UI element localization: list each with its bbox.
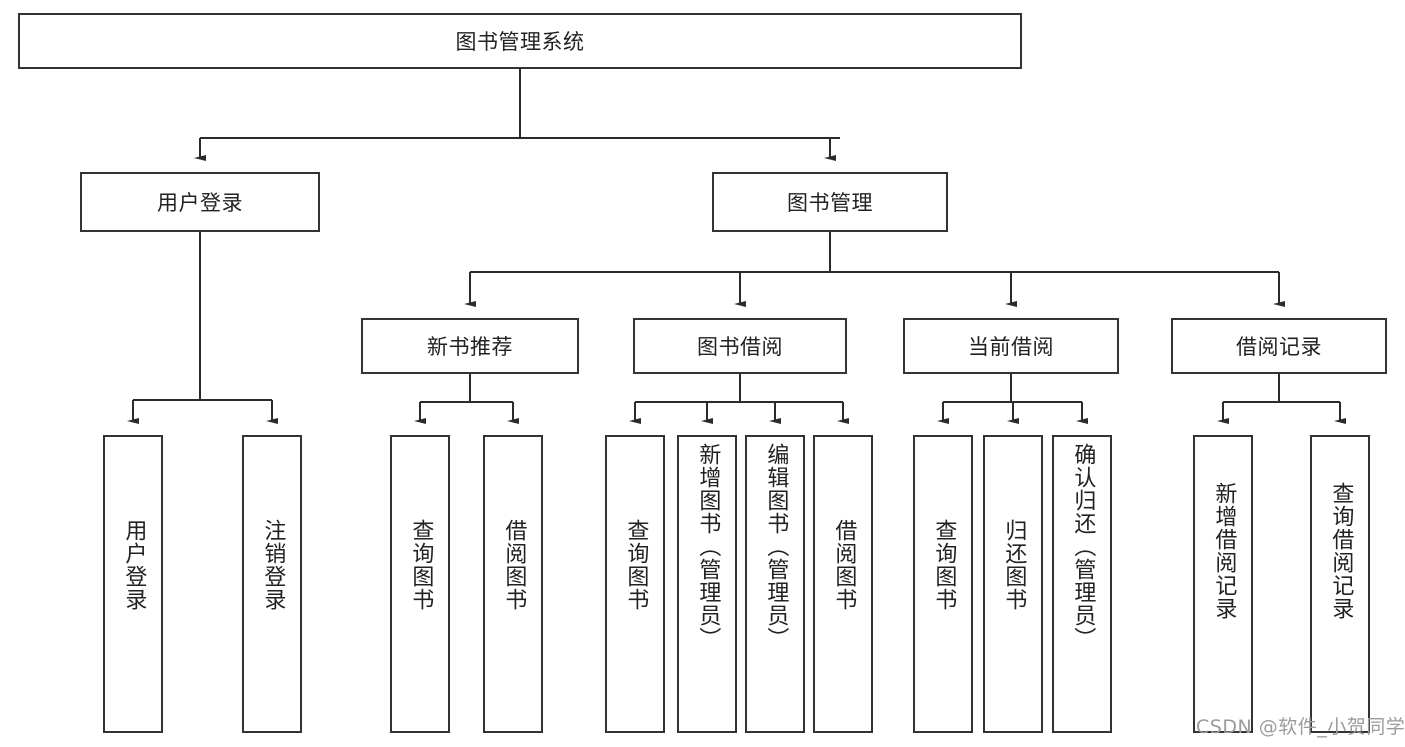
leaf-return-book[interactable]: 归还图书 — [983, 435, 1043, 733]
leaf-add-borrow-record-label: 新增借阅记录 — [1211, 482, 1237, 620]
watermark-text: CSDN @软件_小贺同学 — [1196, 716, 1405, 738]
leaf-logout[interactable]: 注销登录 — [242, 435, 302, 733]
node-borrow-record[interactable]: 借阅记录 — [1171, 318, 1387, 374]
node-user-login[interactable]: 用户登录 — [80, 172, 320, 232]
leaf-query-borrow-record-label: 查询借阅记录 — [1328, 482, 1354, 620]
leaf-logout-label: 注销登录 — [260, 519, 286, 611]
leaf-add-book-admin-label: 新增图书（管理员） — [695, 443, 721, 650]
leaf-query-borrow-record[interactable]: 查询借阅记录 — [1310, 435, 1370, 733]
node-book-management-label: 图书管理 — [787, 191, 873, 215]
leaf-user-login[interactable]: 用户登录 — [103, 435, 163, 733]
leaf-query-book-borrow[interactable]: 查询图书 — [605, 435, 665, 733]
leaf-add-book-admin[interactable]: 新增图书（管理员） — [677, 435, 737, 733]
node-current-borrow-label: 当前借阅 — [968, 335, 1054, 359]
leaf-edit-book-admin[interactable]: 编辑图书（管理员） — [745, 435, 805, 733]
leaf-query-book-new[interactable]: 查询图书 — [390, 435, 450, 733]
leaf-query-book-current-label: 查询图书 — [931, 519, 957, 611]
node-new-book-recommend-label: 新书推荐 — [427, 335, 513, 359]
leaf-confirm-return-admin[interactable]: 确认归还（管理员） — [1052, 435, 1112, 733]
leaf-edit-book-admin-label: 编辑图书（管理员） — [763, 443, 789, 650]
leaf-borrow-book-new-label: 借阅图书 — [501, 519, 527, 611]
leaf-confirm-return-admin-label: 确认归还（管理员） — [1070, 443, 1096, 650]
node-current-borrow[interactable]: 当前借阅 — [903, 318, 1119, 374]
leaf-query-book-borrow-label: 查询图书 — [623, 519, 649, 611]
leaf-return-book-label: 归还图书 — [1001, 519, 1027, 611]
node-book-management[interactable]: 图书管理 — [712, 172, 948, 232]
leaf-user-login-label: 用户登录 — [121, 519, 147, 611]
leaf-add-borrow-record[interactable]: 新增借阅记录 — [1193, 435, 1253, 733]
leaf-borrow-book-new[interactable]: 借阅图书 — [483, 435, 543, 733]
leaf-borrow-book[interactable]: 借阅图书 — [813, 435, 873, 733]
node-user-login-label: 用户登录 — [157, 191, 243, 215]
leaf-query-book-new-label: 查询图书 — [408, 519, 434, 611]
leaf-borrow-book-label: 借阅图书 — [831, 519, 857, 611]
node-book-borrow[interactable]: 图书借阅 — [633, 318, 847, 374]
leaf-query-book-current[interactable]: 查询图书 — [913, 435, 973, 733]
node-book-borrow-label: 图书借阅 — [697, 335, 783, 359]
node-new-book-recommend[interactable]: 新书推荐 — [361, 318, 579, 374]
node-borrow-record-label: 借阅记录 — [1236, 335, 1322, 359]
node-root-system[interactable]: 图书管理系统 — [18, 13, 1022, 69]
node-root-label: 图书管理系统 — [455, 30, 585, 54]
